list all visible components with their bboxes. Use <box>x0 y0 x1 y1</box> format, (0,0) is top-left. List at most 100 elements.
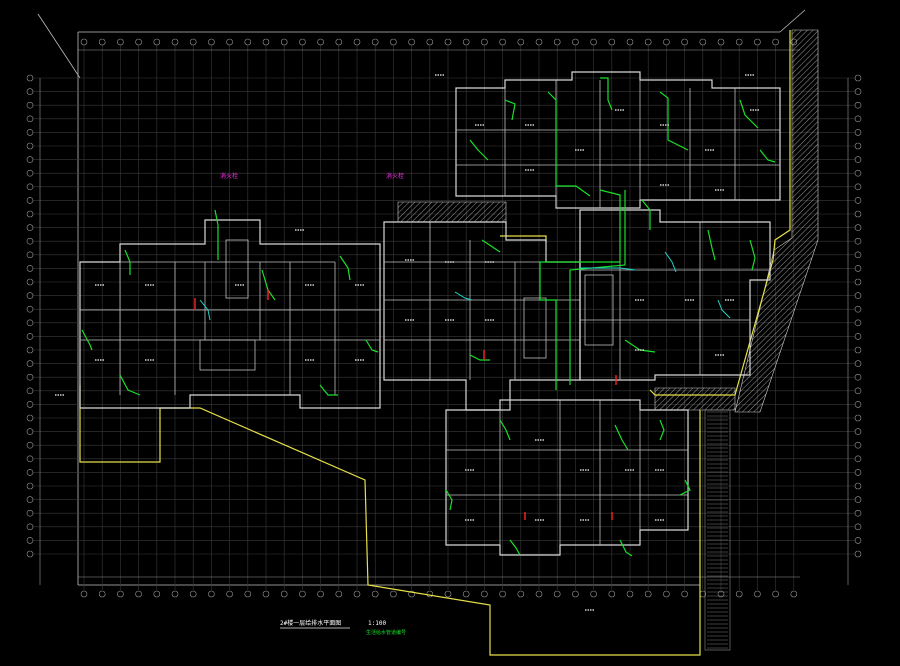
axis-grid <box>28 40 860 590</box>
axis-bubble-top <box>135 38 142 46</box>
axis-bubble-top <box>644 38 652 46</box>
axis-bubble-left <box>26 251 34 259</box>
axis-bubble-bottom <box>80 590 88 598</box>
axis-bubble-top <box>371 38 379 46</box>
axis-bubble-top <box>117 38 124 46</box>
axis-bubble-right <box>854 333 862 340</box>
axis-bubble-right <box>854 292 862 299</box>
drawing-scale: 1:100 <box>368 620 386 627</box>
axis-bubble-left <box>26 509 34 517</box>
axis-bubble-top <box>626 38 634 46</box>
axis-bubble-bottom <box>772 590 779 598</box>
axis-bubble-right <box>854 265 862 272</box>
axis-bubble-bottom <box>189 590 197 598</box>
axis-bubble-left <box>26 142 34 150</box>
axis-bubble-top <box>462 38 470 46</box>
axis-bubble-top <box>590 38 597 46</box>
axis-bubble-right <box>854 319 862 327</box>
axis-bubble-left <box>26 156 34 163</box>
drawing-title: 2#楼一层给排水平面图 <box>280 619 341 627</box>
axis-bubble-left <box>26 292 34 299</box>
axis-bubble-top <box>226 38 233 46</box>
axis-bubble-right <box>854 74 862 82</box>
axis-bubble-left <box>26 387 34 395</box>
axis-bubble-top <box>317 38 324 46</box>
axis-bubble-right <box>854 169 862 177</box>
retaining-wall <box>397 29 819 651</box>
axis-bubble-bottom <box>608 590 616 598</box>
axis-bubble-top <box>481 38 488 46</box>
axis-bubble-left <box>26 319 34 327</box>
building-walls <box>79 71 781 556</box>
axis-bubble-right <box>854 115 862 123</box>
axis-bubble-right <box>854 482 862 490</box>
axis-bubble-top <box>499 38 506 46</box>
axis-bubble-left <box>26 88 34 95</box>
axis-bubble-left <box>26 346 34 354</box>
axis-bubble-right <box>854 88 862 95</box>
axis-bubble-top <box>699 38 707 46</box>
axis-bubble-left <box>26 278 34 286</box>
axis-bubble-left <box>26 469 34 476</box>
axis-bubble-left <box>26 305 34 313</box>
axis-bubble-right <box>854 278 862 286</box>
axis-bubble-top <box>280 38 288 46</box>
drawing-note: 生活给水管道编号 <box>366 629 406 636</box>
axis-bubble-right <box>854 537 862 544</box>
axis-bubble-bottom <box>208 590 215 598</box>
axis-bubble-bottom <box>153 590 161 598</box>
water-supply-pipes <box>81 77 776 557</box>
axis-bubble-top <box>208 38 215 46</box>
axis-bubble-top <box>262 38 270 46</box>
title-block: 2#楼一层给排水平面图 1:100 生活给水管道编号 <box>280 619 406 636</box>
axis-bubble-top <box>553 38 561 46</box>
axis-bubble-bottom <box>735 590 743 598</box>
axis-bubble-bottom <box>663 590 670 598</box>
axis-bubble-bottom <box>499 590 506 598</box>
axis-bubble-left <box>26 224 34 231</box>
axis-bubble-bottom <box>644 590 652 598</box>
axis-bubble-right <box>854 210 862 218</box>
axis-bubble-bottom <box>572 590 579 598</box>
axis-bubble-left <box>26 550 34 558</box>
axis-bubble-top <box>335 38 343 46</box>
axis-bubble-bottom <box>444 590 452 598</box>
axis-bubble-left <box>26 237 34 245</box>
axis-bubble-left <box>26 129 34 136</box>
axis-bubble-top <box>98 38 106 46</box>
axis-bubble-bottom <box>681 590 688 598</box>
axis-bubble-right <box>854 156 862 163</box>
axis-bubble-right <box>854 305 862 313</box>
axis-bubble-top <box>189 38 197 46</box>
axis-bubble-top <box>353 38 361 46</box>
axis-bubble-left <box>26 373 34 381</box>
axis-bubble-top <box>681 38 688 46</box>
axis-bubble-bottom <box>244 590 252 598</box>
room-marks <box>55 74 760 611</box>
axis-bubble-right <box>854 183 862 191</box>
axis-bubble-left <box>26 537 34 544</box>
axis-bubble-top <box>80 38 88 46</box>
axis-bubble-top <box>608 38 616 46</box>
axis-bubble-right <box>854 550 862 558</box>
axis-bubble-bottom <box>171 590 179 598</box>
axis-bubble-left <box>26 74 34 82</box>
outdoor-stair <box>707 411 728 649</box>
axis-bubble-right <box>854 129 862 136</box>
axis-bubble-left <box>26 183 34 191</box>
axis-bubble-bottom <box>299 590 306 598</box>
axis-bubble-top <box>517 38 525 46</box>
axis-bubble-top <box>754 38 761 46</box>
axis-bubble-right <box>854 455 862 463</box>
axis-bubble-left <box>26 401 34 408</box>
axis-bubble-bottom <box>426 590 434 598</box>
axis-bubble-top <box>772 38 779 46</box>
axis-bubble-left <box>26 360 34 367</box>
fire-risers <box>194 290 617 520</box>
axis-bubble-left <box>26 101 34 109</box>
axis-bubble-top <box>735 38 743 46</box>
axis-bubble-right <box>854 237 862 245</box>
axis-bubble-right <box>854 346 862 354</box>
axis-bubble-top <box>535 38 543 46</box>
